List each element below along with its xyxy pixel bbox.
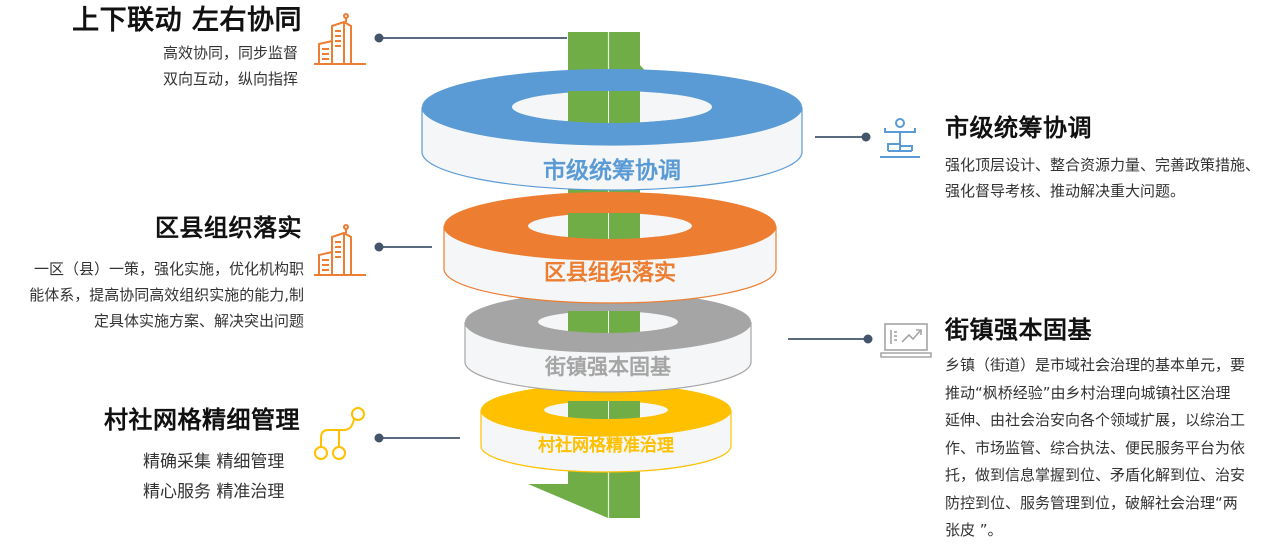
arrow-down-shaft-bottom: [568, 470, 608, 490]
building-icon: [314, 224, 366, 276]
street-title: 街镇强本固基: [945, 316, 1092, 344]
ring-label-street: 街镇强本固基: [544, 355, 672, 379]
arrow-up-shaft-bottom: [609, 470, 640, 518]
district-line: 能体系，提高协同高效组织实施的能力,制: [29, 286, 304, 304]
ring-label-district: 区县组织落实: [544, 260, 676, 286]
village-line: 精心服务 精准治理: [143, 482, 285, 502]
balance-person-icon: [880, 118, 920, 158]
street-line: 托，做到信息掌握到位、矛盾化解到位、治安: [945, 466, 1246, 484]
arrow-down-head: [528, 484, 608, 518]
connector-street: [788, 334, 873, 344]
laptop-chart-icon: [880, 323, 932, 358]
city-line: 强化督导考核、推动解决重大问题。: [945, 182, 1186, 200]
connector-village: [374, 433, 460, 443]
building-icon: [314, 13, 366, 65]
top-note-line: 高效协同，同步监督: [162, 44, 298, 62]
district-title: 区县组织落实: [155, 214, 302, 242]
ring-village: 村社网格精准治理: [480, 384, 732, 473]
ring-street: 街镇强本固基: [464, 292, 752, 393]
branch-network-icon: [314, 407, 365, 460]
village-body: 精确采集 精细管理 精心服务 精准治理: [143, 447, 284, 507]
village-line: 精确采集 精细管理: [143, 452, 285, 472]
connector-top-note: [374, 33, 567, 43]
ring-top-front: [465, 322, 751, 352]
ring-label-city: 市级统筹协调: [543, 157, 681, 184]
top-note-title: 上下联动 左右协同: [72, 5, 302, 36]
top-note-body: 高效协同，同步监督 双向互动，纵向指挥: [100, 40, 298, 92]
city-title: 市级统筹协调: [945, 114, 1092, 142]
ring-top-front: [481, 410, 731, 436]
street-line: 防控到位、服务管理到位，破解社会治理“两: [945, 493, 1238, 512]
street-line: 乡镇（街道）是市域社会治理的基本单元，要: [945, 356, 1246, 374]
street-line: 推动“枫桥经验”由乡村治理向城镇社区治理: [945, 383, 1231, 402]
ring-top-front: [444, 226, 776, 260]
district-body: 一区（县）一策，强化实施，优化机构职 能体系，提高协同高效组织实施的能力,制 定…: [0, 256, 304, 334]
top-note-line: 双向互动，纵向指挥: [162, 70, 298, 88]
street-line: 作、市场监管、综合执法、便民服务平台为依: [945, 438, 1246, 457]
city-body: 强化顶层设计、整合资源力量、完善政策措施、 强化督导考核、推动解决重大问题。: [945, 152, 1284, 204]
street-body: 乡镇（街道）是市域社会治理的基本单元，要 推动“枫桥经验”由乡村治理向城镇社区治…: [945, 352, 1284, 545]
ring-district: 区县组织落实: [443, 192, 777, 304]
district-line: 一区（县）一策，强化实施，优化机构职: [33, 260, 304, 278]
arrow-shaft: [609, 91, 640, 128]
village-title: 村社网格精细管理: [104, 406, 300, 434]
ring-label-village: 村社网格精准治理: [538, 435, 674, 456]
ring-top-front: [422, 107, 802, 145]
street-line: 延伸、由社会治安向各个领域扩展，以综治工: [945, 411, 1246, 429]
district-line: 定具体实施方案、解决突出问题: [93, 312, 304, 330]
arrow-shaft: [568, 91, 608, 128]
connector-district: [374, 242, 432, 252]
city-line: 强化顶层设计、整合资源力量、完善政策措施、: [945, 156, 1261, 174]
ring-city: 市级统筹协调: [421, 69, 803, 191]
connector-city: [815, 132, 871, 142]
